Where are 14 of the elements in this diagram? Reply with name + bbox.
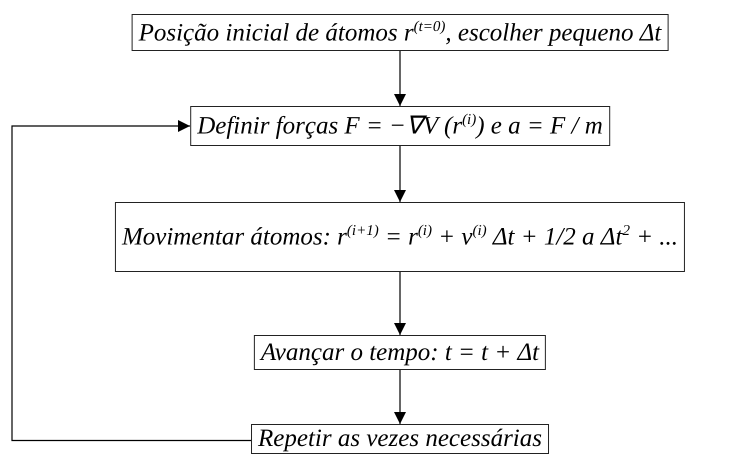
arrow: [394, 146, 406, 202]
step-text: Definir forças F = −∇V (r$^{(i)}$) e a = F / m: [197, 112, 603, 140]
arrow: [11, 120, 251, 442]
arrow: [394, 370, 406, 424]
process-box: [114, 202, 686, 272]
process-box: [132, 14, 668, 51]
process-box: [254, 335, 546, 370]
arrow: [394, 51, 406, 106]
process-box: [190, 106, 610, 146]
step-text: Movimentar átomos: r$^{(i+1)}$ = r$^{(i)}$ + v$^{(i)}$ Δt + 1/2 a Δt$^{2}$ + ...: [122, 223, 678, 251]
arrow: [394, 272, 406, 335]
step-text: Avançar o tempo: t = t + Δt: [260, 338, 540, 366]
step-text: Posição inicial de átomos r$^{(t=0)}$, escolher pequeno Δt: [138, 18, 662, 46]
step-text: Repetir as vezes necessárias: [258, 425, 542, 453]
